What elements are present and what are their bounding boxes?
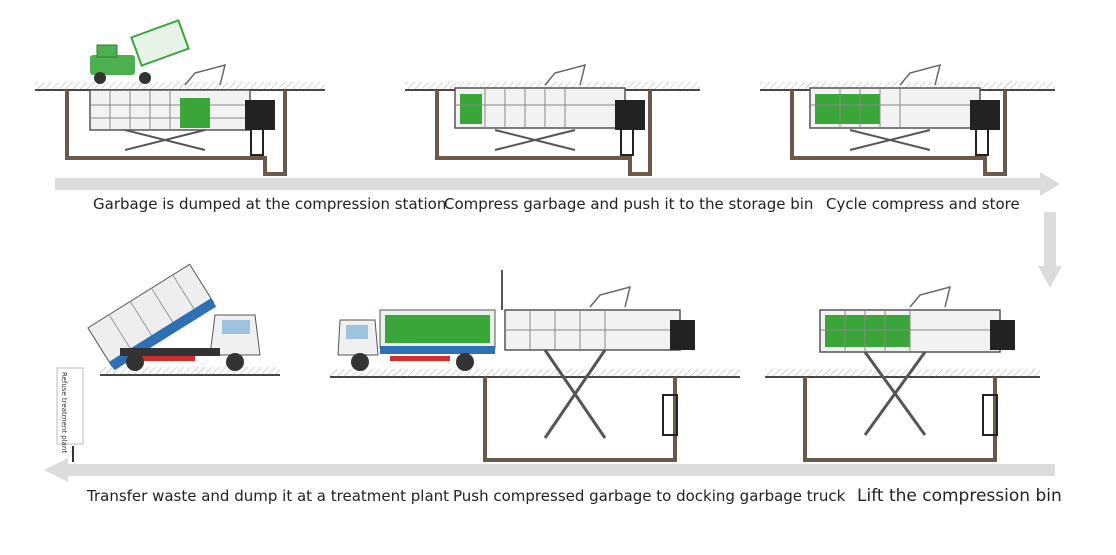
caption-step-6: Transfer waste and dump it at a treatmen…: [87, 487, 450, 505]
flow-arrow-down: [1038, 212, 1062, 288]
caption-step-3: Cycle compress and store: [826, 195, 1020, 213]
caption-step-4: Lift the compression bin: [857, 486, 1062, 506]
station-5-push-to-truck: [330, 270, 740, 462]
treatment-plant-marker: [56, 367, 84, 462]
station-6-dump: [87, 263, 280, 376]
docking-truck: [337, 309, 496, 371]
station-2-compress: [405, 63, 700, 176]
caption-step-1: Garbage is dumped at the compression sta…: [93, 195, 447, 213]
caption-step-5: Push compressed garbage to docking garba…: [453, 487, 846, 505]
station-3-cycle: [760, 63, 1055, 176]
flow-arrow-top: [55, 172, 1060, 196]
station-1-dumping: [35, 19, 325, 176]
station-4-lift: [765, 285, 1040, 462]
caption-step-2: Compress garbage and push it to the stor…: [444, 195, 814, 213]
flow-arrow-bottom: [44, 458, 1055, 482]
collection-van: [90, 19, 190, 84]
treatment-plant-label: Refuse treatment plant: [60, 372, 68, 454]
